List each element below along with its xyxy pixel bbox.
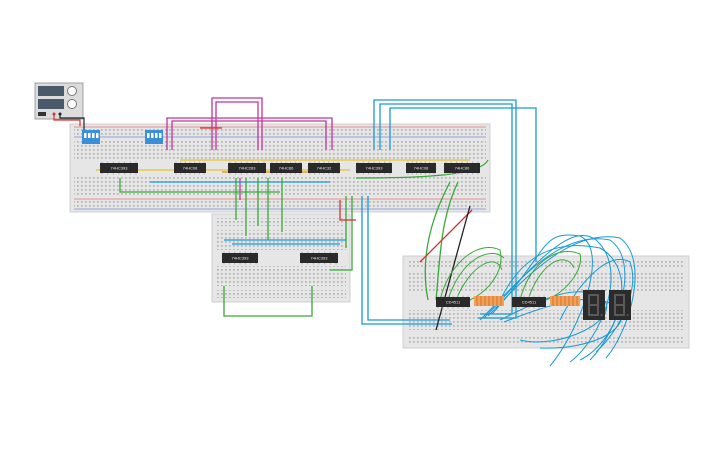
ic-chip[interactable]: 74HC393 [100, 161, 138, 175]
seven-segment-display[interactable] [609, 290, 631, 320]
chip-label: 74HC86 [455, 166, 470, 171]
chip-label: 74HC08 [183, 166, 198, 171]
power-button[interactable] [38, 112, 46, 116]
chip-label: 74HC393 [232, 256, 250, 261]
wires-magenta [166, 97, 333, 200]
ic-chip[interactable]: CD4511 [512, 295, 546, 309]
seven-segment-display[interactable] [583, 290, 605, 320]
voltage-knob-icon[interactable] [67, 86, 77, 96]
power-supply[interactable] [34, 82, 84, 120]
voltage-display [38, 86, 64, 96]
ic-chip[interactable]: 74HC86 [444, 161, 480, 175]
chip-label: 74HC393 [111, 166, 129, 171]
resistor-array-1[interactable] [474, 296, 504, 306]
dip-switch-1[interactable] [82, 130, 100, 144]
current-knob-icon[interactable] [67, 99, 77, 109]
chip-label: 74HC393 [311, 256, 329, 261]
resistor-array-2[interactable] [550, 296, 580, 306]
ic-chip[interactable]: CD4511 [436, 295, 470, 309]
chip-label: 74HC32 [317, 166, 332, 171]
ic-chip[interactable]: 74HC08 [406, 161, 436, 175]
wires-green [119, 159, 489, 317]
wires-misc [96, 127, 473, 331]
chip-label: 74HC283 [239, 166, 257, 171]
display-wire-bundle-green [439, 247, 582, 301]
chip-label: CD4511 [522, 300, 537, 305]
chip-label: 74HC86 [279, 166, 294, 171]
ic-chip[interactable]: 74HC86 [270, 161, 302, 175]
ic-chip[interactable]: 74HC393 [356, 161, 392, 175]
ic-chip[interactable]: 74HC393 [222, 251, 258, 265]
current-display [38, 99, 64, 109]
ic-chip[interactable]: 74HC283 [228, 161, 266, 175]
ic-chip[interactable]: 74HC393 [300, 251, 338, 265]
dip-switch-2[interactable] [145, 130, 163, 144]
chip-label: 74HC393 [366, 166, 384, 171]
chip-label: CD4511 [446, 300, 461, 305]
ic-chip[interactable]: 74HC08 [174, 161, 206, 175]
chip-label: 74HC08 [414, 166, 429, 171]
ic-chip[interactable]: 74HC32 [308, 161, 340, 175]
